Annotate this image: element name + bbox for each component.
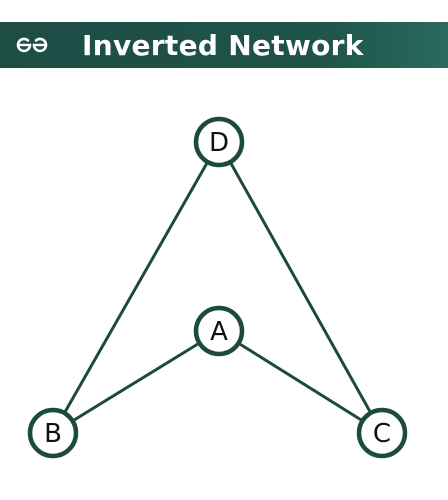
geeksforgeeks-logo-icon [0,22,64,68]
node-b-label: B [44,419,62,449]
node-a: A [193,305,245,357]
node-c: C [356,407,408,459]
page-title: Inverted Network [82,28,364,62]
node-b: B [27,407,79,459]
edge-a-c [218,329,383,435]
node-c-label: C [373,419,391,449]
edges [51,141,384,435]
edge-a-b [52,329,220,435]
node-d-circle [193,116,245,168]
node-b-circle [27,407,79,459]
edge-d-b [51,141,221,434]
edge-d-c [217,141,384,434]
node-a-label: A [210,317,228,347]
header-banner: Inverted Network [0,22,448,68]
node-c-circle [356,407,408,459]
node-d: D [193,116,245,168]
node-a-circle [193,305,245,357]
node-d-label: D [209,128,229,158]
